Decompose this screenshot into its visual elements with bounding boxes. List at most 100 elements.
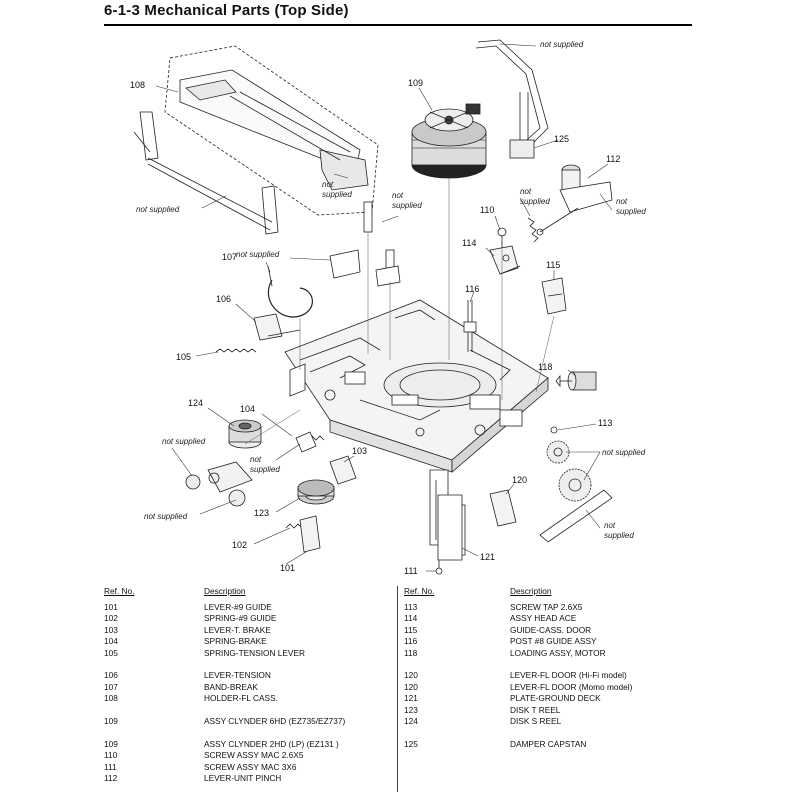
parts-row-description: LEVER-T. BRAKE — [204, 624, 271, 635]
callout-110: 110 — [480, 205, 494, 215]
parts-row-description: SCREW ASSY MAC 2.6X5 — [204, 750, 304, 761]
parts-row-ref: 104 — [104, 636, 118, 647]
parts-row-ref: 121 — [404, 693, 418, 704]
not-supplied-annotations: not supplied not supplied not supplied n… — [136, 40, 646, 540]
not-supplied-label: not — [250, 455, 262, 464]
parts-row-ref: 125 — [404, 738, 418, 749]
brake-part-not-supplied — [295, 431, 317, 453]
parts-row-description: LEVER-FL DOOR (Hi-Fi model) — [510, 670, 627, 681]
parts-row-ref: 111 — [104, 761, 117, 772]
callout-labels: 108 109 125 112 110 114 115 107 106 105 … — [130, 78, 620, 576]
not-supplied-label: not — [616, 197, 628, 206]
left-gears-not-supplied — [185, 461, 253, 507]
parts-row-description: LEVER-TENSION — [204, 670, 271, 681]
parts-row-ref: 124 — [404, 716, 418, 726]
parts-row-ref: 108 — [104, 693, 118, 704]
parts-row-ref: 102 — [104, 613, 118, 624]
parts-row-description: HOLDER-FL CASS. — [204, 693, 278, 704]
parts-row-description: LEVER-#9 GUIDE — [204, 602, 272, 612]
parts-row-description: ASSY CLYNDER 2HD (LP) (EZ131 ) — [204, 738, 339, 749]
parts-row-description: ASSY HEAD ACE — [510, 613, 577, 624]
not-supplied-label: not — [520, 187, 532, 196]
parts-row-description: LEVER-UNIT PINCH — [204, 773, 282, 783]
description-header: Description — [510, 586, 552, 596]
parts-row-ref: 105 — [104, 647, 118, 658]
part-115-guide-cass-door — [541, 277, 567, 315]
callout-118: 118 — [538, 362, 552, 372]
parts-row-ref: 116 — [404, 636, 418, 647]
right-gears-not-supplied — [546, 440, 592, 502]
callout-125: 125 — [554, 134, 569, 144]
parts-row-description: SPRING-TENSION LEVER — [204, 647, 305, 658]
not-supplied-label: supplied — [250, 465, 280, 474]
parts-row-description: SPRING-#9 GUIDE — [204, 613, 277, 624]
parts-row-description: BAND-BREAK — [204, 681, 258, 692]
callout-121: 121 — [480, 552, 495, 562]
part-120-lever-fl-door — [489, 489, 613, 543]
leader-lines — [155, 43, 613, 572]
not-supplied-label: not supplied — [144, 512, 188, 521]
part-124-disk-s-reel — [228, 419, 262, 449]
not-supplied-label: not supplied — [540, 40, 584, 49]
parts-row-description: LEVER-FL DOOR (Momo model) — [510, 681, 633, 692]
part-107-band-break — [267, 265, 313, 318]
part-114-assy-head-ace — [489, 245, 521, 275]
part-113-screw — [550, 426, 558, 434]
callout-114: 114 — [462, 238, 476, 248]
parts-row-ref: 103 — [104, 624, 118, 635]
parts-row-description: SPRING-BRAKE — [204, 636, 267, 647]
callout-105: 105 — [176, 352, 191, 362]
callout-120: 120 — [512, 475, 527, 485]
part-116-post-guide — [463, 300, 477, 352]
part-112-lever-unit-pinch — [536, 164, 613, 236]
part-121-plate-ground-deck — [437, 494, 463, 561]
parts-row-ref: 107 — [104, 681, 118, 692]
callout-124: 124 — [188, 398, 203, 408]
not-supplied-label: not supplied — [602, 448, 646, 457]
parts-row-ref: 120 — [404, 670, 418, 681]
ref-no-header: Ref. No. — [404, 586, 435, 596]
part-105-spring-tension-lever — [215, 348, 257, 353]
callout-112: 112 — [606, 154, 620, 164]
not-supplied-label: not — [604, 521, 616, 530]
not-supplied-label: supplied — [322, 190, 352, 199]
callout-103: 103 — [352, 446, 367, 456]
parts-row-ref: 101 — [104, 602, 118, 612]
flex-cable — [475, 39, 549, 159]
parts-row-ref: 114 — [404, 613, 418, 624]
parts-row-ref: 120 — [404, 681, 418, 692]
parts-row-description: SCREW TAP 2.6X5 — [510, 602, 583, 612]
assembly-guide-lines — [244, 178, 555, 445]
part-108-holder-fl-cass — [133, 45, 379, 235]
callout-101: 101 — [280, 563, 295, 573]
part-111-screw — [435, 560, 443, 575]
parts-row-description: SCREW ASSY MAC 3X6 — [204, 761, 297, 772]
part-118-loading-motor — [555, 371, 597, 391]
parts-row-ref: 106 — [104, 670, 118, 681]
not-supplied-label: supplied — [520, 197, 550, 206]
not-supplied-label: not supplied — [136, 205, 180, 214]
ref-no-header: Ref. No. — [104, 586, 135, 596]
parts-row-description: ASSY CLYNDER 6HD (EZ735/EZ737) — [204, 716, 346, 726]
part-102-spring-guide — [285, 523, 303, 529]
spring-not-supplied — [527, 217, 539, 243]
not-supplied-label: supplied — [392, 201, 422, 210]
parts-row-ref: 109 — [104, 738, 118, 749]
callout-108: 108 — [130, 80, 145, 90]
callout-115: 115 — [546, 260, 560, 270]
parts-row-description: DAMPER CAPSTAN — [510, 738, 587, 749]
parts-row-ref: 123 — [404, 704, 418, 715]
not-supplied-label: not supplied — [236, 250, 280, 259]
page-title: 6-1-3 Mechanical Parts (Top Side) — [104, 2, 349, 19]
part-106-lever-tension — [253, 313, 301, 341]
not-supplied-label: not — [322, 180, 334, 189]
part-101-lever-guide — [299, 515, 321, 553]
callout-107: 107 — [222, 252, 237, 262]
not-supplied-label: supplied — [616, 207, 646, 216]
callout-123: 123 — [254, 508, 269, 518]
part-109-cylinder-assy — [411, 103, 487, 179]
parts-row-ref: 115 — [404, 624, 418, 635]
not-supplied-label: not supplied — [162, 437, 206, 446]
